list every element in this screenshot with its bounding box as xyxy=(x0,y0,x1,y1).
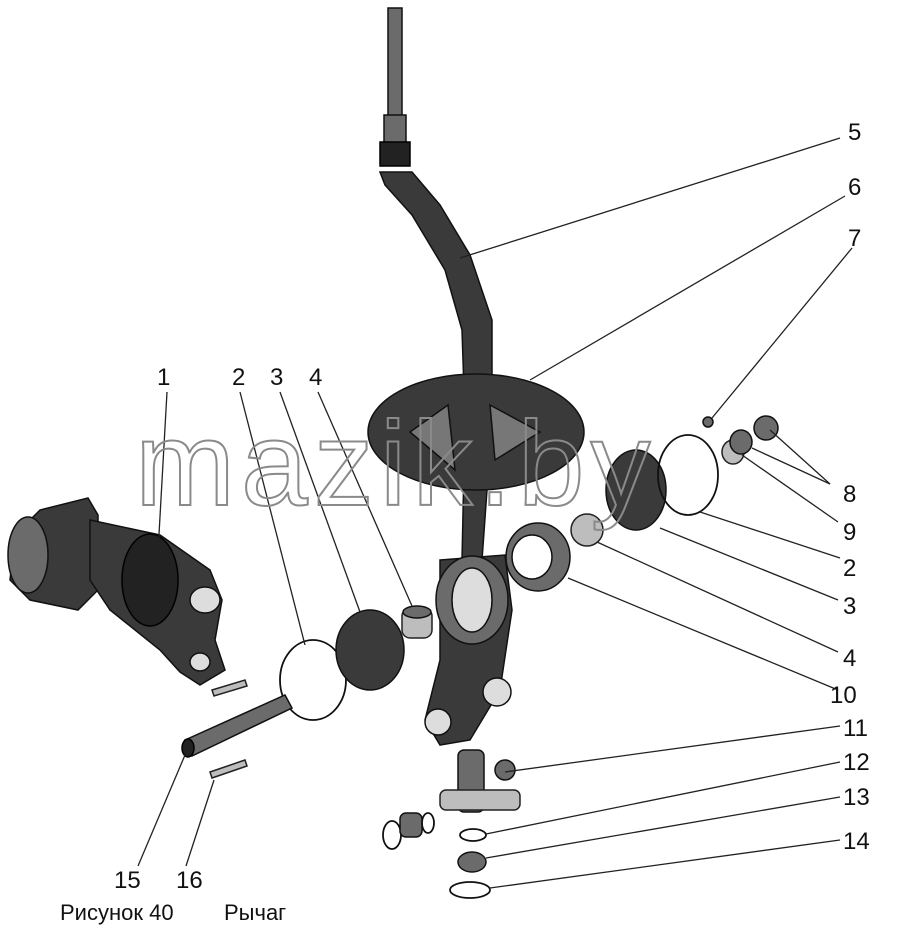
callout-5: 5 xyxy=(848,119,861,146)
dust-shield xyxy=(367,373,585,491)
bushing-left xyxy=(401,605,433,639)
callout-13: 13 xyxy=(843,784,870,811)
callout-14: 14 xyxy=(843,828,870,855)
bushing-13 xyxy=(457,851,487,873)
bolts xyxy=(209,679,248,779)
bushing-right xyxy=(570,513,604,547)
axle-pin xyxy=(181,694,294,758)
lever-body xyxy=(424,554,513,746)
nuts-and-washer xyxy=(721,415,779,465)
callout-7: 7 xyxy=(848,225,861,252)
small-bushing-left xyxy=(382,812,435,850)
callout-3-right: 3 xyxy=(843,593,856,620)
callout-4-left: 4 xyxy=(309,364,322,391)
figure-title: Рычаг xyxy=(224,900,286,925)
callout-2-right: 2 xyxy=(843,555,856,582)
callout-3-left: 3 xyxy=(270,364,283,391)
housing xyxy=(7,497,226,686)
figure-number: Рисунок 40 xyxy=(60,900,174,925)
cross-joint xyxy=(439,749,521,813)
watermark: mazik.by xyxy=(135,397,656,531)
cover-left xyxy=(335,609,405,691)
callout-16: 16 xyxy=(176,867,203,894)
callout-2-left: 2 xyxy=(232,364,245,391)
callout-12: 12 xyxy=(843,749,870,776)
callout-9: 9 xyxy=(843,519,856,546)
gasket-right xyxy=(657,434,719,516)
ring-12 xyxy=(459,828,487,842)
bearing xyxy=(505,522,571,592)
ring-14 xyxy=(449,881,491,899)
leader-lines xyxy=(137,137,853,889)
callout-8: 8 xyxy=(843,481,856,508)
callout-1: 1 xyxy=(157,364,170,391)
cover-right xyxy=(605,449,667,531)
callout-10: 10 xyxy=(830,682,857,709)
small-nut xyxy=(702,416,714,428)
callout-labels: 1 2 3 4 5 6 7 8 9 2 3 4 10 11 12 13 14 1… xyxy=(114,119,870,894)
callout-4-right: 4 xyxy=(843,645,856,672)
gasket-left xyxy=(279,639,347,721)
callout-6: 6 xyxy=(848,174,861,201)
callout-15: 15 xyxy=(114,867,141,894)
callout-11: 11 xyxy=(843,715,868,742)
